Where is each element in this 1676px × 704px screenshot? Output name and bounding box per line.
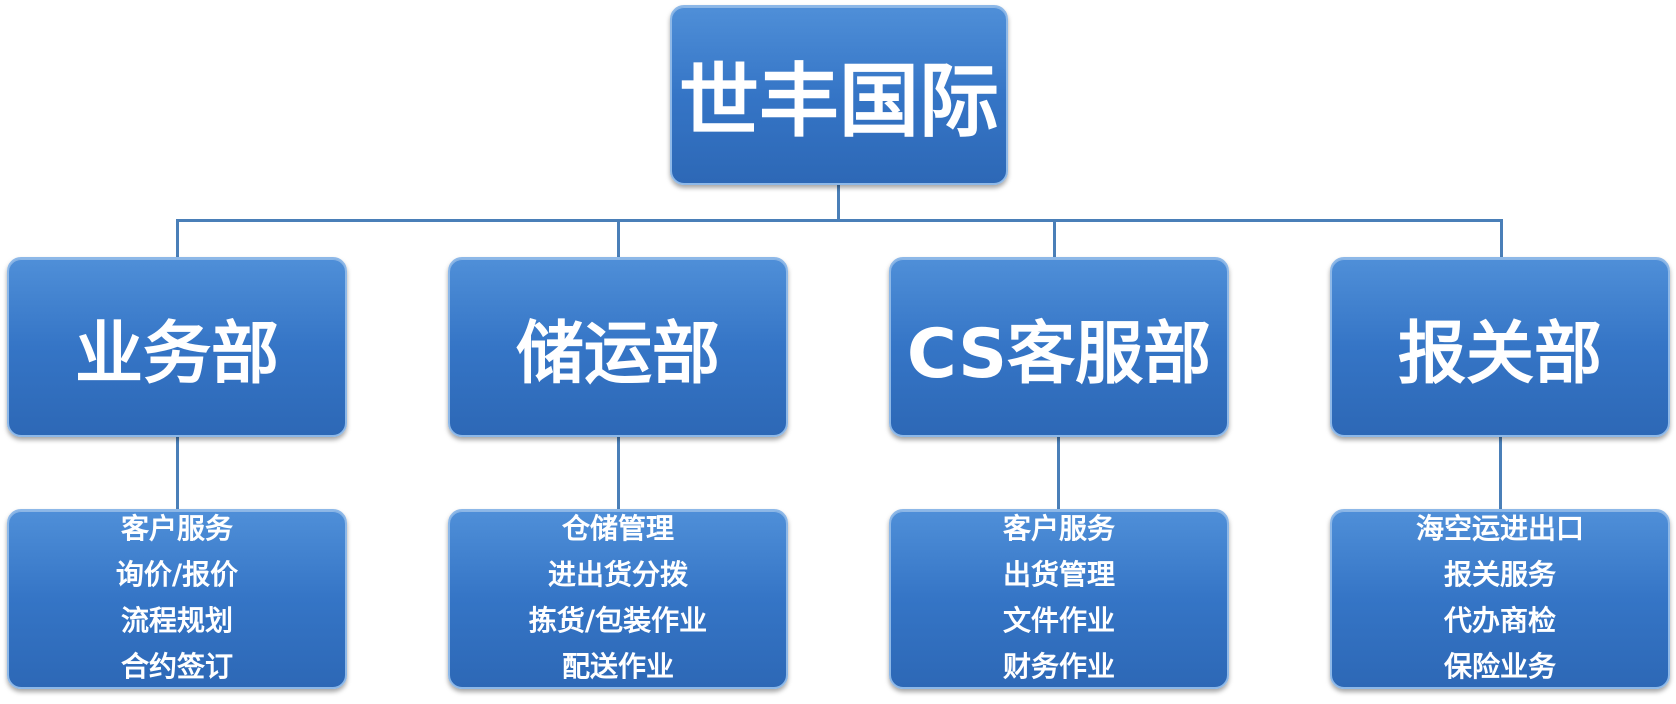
dept-label: 储运部: [515, 313, 720, 394]
function-item: 财务作业: [1002, 650, 1115, 683]
dept-label: 报关部: [1397, 313, 1602, 394]
root-connector: [837, 185, 840, 221]
function-item: 代办商检: [1443, 604, 1556, 637]
function-item: 客户服务: [120, 512, 233, 545]
function-item: 出货管理: [1002, 558, 1115, 591]
function-list-business: 客户服务 询价/报价 流程规划 合约签订: [7, 509, 347, 689]
sub-connector-1: [176, 437, 179, 509]
function-item: 海空运进出口: [1415, 512, 1584, 545]
dept-label: 业务部: [74, 313, 279, 394]
dept-node-customer-service: CS客服部: [889, 257, 1229, 437]
function-item: 报关服务: [1443, 558, 1556, 591]
dept-label: CS客服部: [906, 314, 1212, 394]
function-item: 询价/报价: [115, 558, 239, 591]
dept-connector-4: [1500, 219, 1503, 257]
function-item: 合约签订: [120, 650, 233, 683]
sub-connector-4: [1499, 437, 1502, 509]
dept-connector-3: [1053, 219, 1056, 257]
dept-connector-2: [617, 219, 620, 257]
horizontal-connector: [176, 219, 1503, 222]
sub-connector-2: [617, 437, 620, 509]
function-item: 进出货分拨: [547, 558, 688, 591]
function-item: 保险业务: [1443, 650, 1556, 683]
sub-connector-3: [1057, 437, 1060, 509]
function-item: 流程规划: [120, 604, 233, 637]
dept-node-customs: 报关部: [1330, 257, 1670, 437]
function-list-customer-service: 客户服务 出货管理 文件作业 财务作业: [889, 509, 1229, 689]
function-item: 仓储管理: [561, 512, 674, 545]
function-item: 文件作业: [1002, 604, 1115, 637]
function-item: 客户服务: [1002, 512, 1115, 545]
dept-node-logistics: 储运部: [448, 257, 788, 437]
dept-connector-1: [176, 219, 179, 257]
function-item: 配送作业: [561, 650, 674, 683]
dept-node-business: 业务部: [7, 257, 347, 437]
root-label: 世丰国际: [679, 54, 999, 148]
function-list-logistics: 仓储管理 进出货分拨 拣货/包装作业 配送作业: [448, 509, 788, 689]
function-list-customs: 海空运进出口 报关服务 代办商检 保险业务: [1330, 509, 1670, 689]
root-node: 世丰国际: [670, 5, 1008, 185]
function-item: 拣货/包装作业: [528, 604, 708, 637]
